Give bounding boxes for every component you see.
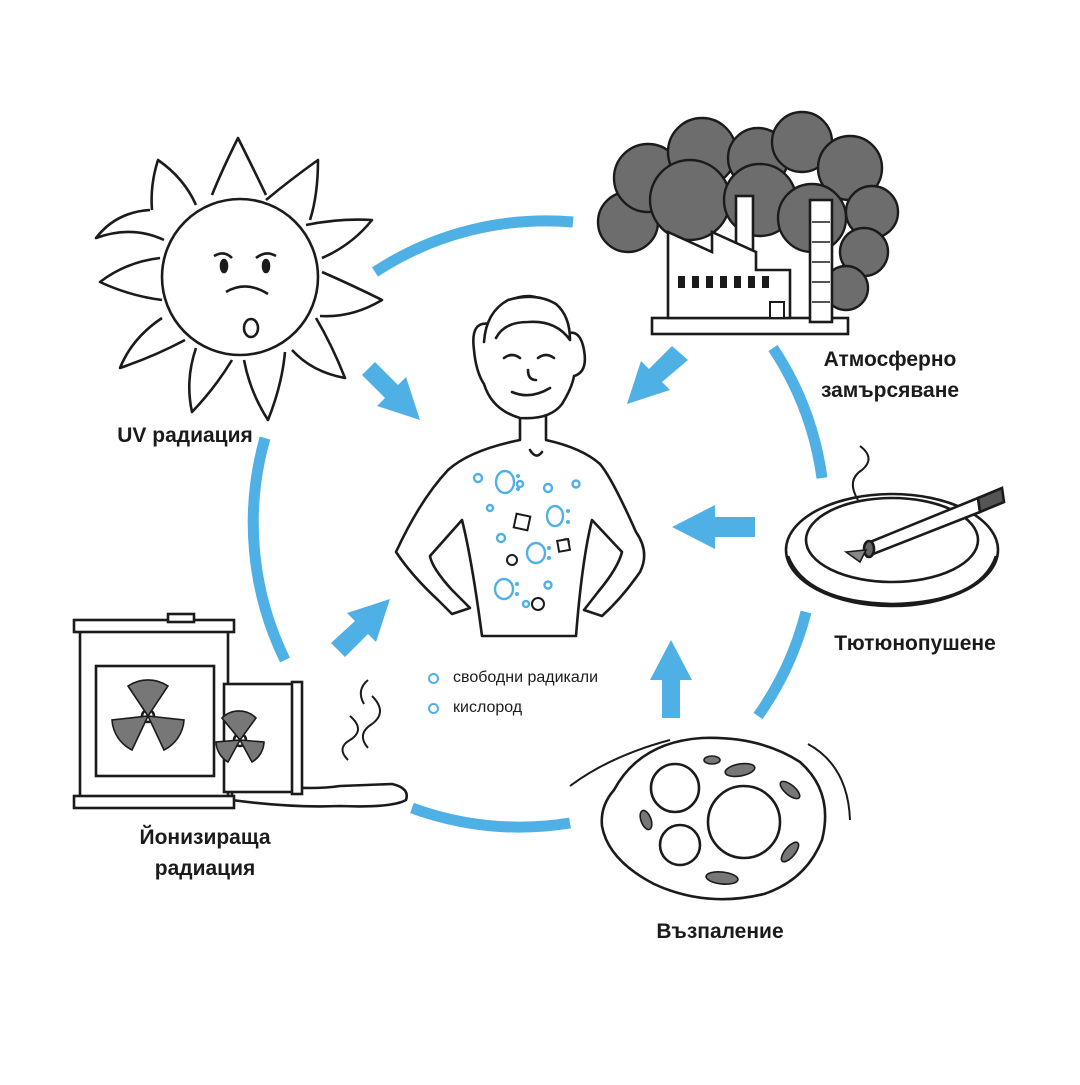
arc-cigarette-to-inflammation	[753, 610, 812, 720]
label-inflammation: Възпаление	[656, 920, 784, 943]
inflammation-illustration	[569, 736, 851, 901]
arc-inflammation-to-radiation	[410, 802, 571, 833]
sun-brow-left	[213, 252, 233, 259]
sun-rays	[94, 136, 384, 422]
arrows	[331, 346, 755, 718]
label-smoking: Тютюнопушене	[834, 632, 996, 655]
factory-building	[666, 229, 792, 320]
label-ionizing-radiation: Йонизираща радиация	[105, 822, 305, 884]
label-pollution-line1: Атмосферно	[823, 348, 957, 371]
legend-circle-icon	[428, 672, 439, 684]
smoke-cloud	[596, 110, 900, 312]
person-illustration	[394, 294, 646, 638]
cycle-ring	[247, 215, 828, 833]
label-ionizing-line1: Йонизираща	[139, 826, 271, 849]
legend: свободни радикали кислород	[428, 663, 598, 723]
label-ionizing-line2: радиация	[154, 857, 256, 880]
cell-1	[649, 762, 701, 814]
arrow-from-sun	[362, 362, 420, 420]
smoke-wisp-small	[851, 445, 870, 501]
sun-illustration	[94, 136, 384, 422]
person-hair	[482, 295, 572, 344]
arrow-from-inflammation	[650, 640, 692, 718]
fumes	[341, 679, 381, 761]
legend-free-radicals-label: свободни радикали	[453, 669, 599, 686]
cell-3	[706, 784, 782, 860]
radical-particles	[472, 469, 581, 611]
arc-radiation-to-sun	[247, 436, 290, 663]
legend-item-oxygen: кислород	[428, 693, 598, 723]
arrow-from-radiation	[331, 599, 390, 657]
ashtray-illustration	[784, 445, 1006, 608]
arc-factory-to-cigarette	[768, 344, 828, 479]
radioactive-barrels	[72, 612, 408, 810]
chimney-right	[808, 198, 834, 324]
label-pollution: Атмосферно замърсяване	[790, 344, 990, 406]
cigarette	[843, 486, 1006, 564]
barrel-back	[215, 680, 304, 796]
label-pollution-line2: замърсяване	[820, 379, 960, 402]
arrow-from-factory	[627, 346, 688, 404]
label-uv-radiation: UV радиация	[117, 424, 253, 447]
legend-item-free-radicals: свободни радикали	[428, 663, 598, 693]
arc-sun-to-factory	[371, 215, 574, 277]
sun-frown	[225, 285, 269, 296]
factory-illustration	[596, 110, 900, 336]
legend-circle-icon	[428, 702, 439, 714]
cell-2	[658, 823, 702, 867]
sun-face	[160, 197, 320, 357]
barrel-front	[72, 612, 236, 810]
legend-oxygen-label: кислород	[453, 699, 523, 716]
sun-brow-right	[255, 252, 277, 260]
arrow-from-cigarette	[672, 505, 755, 549]
